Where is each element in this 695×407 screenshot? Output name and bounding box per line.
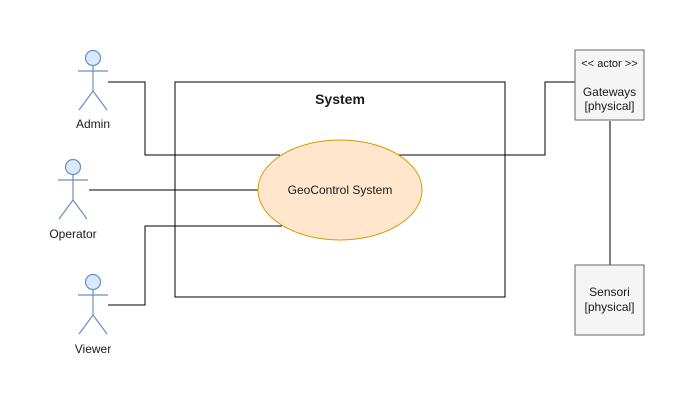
actor-operator-label: Operator — [49, 227, 96, 241]
actor-head — [64, 158, 82, 176]
actor-head — [84, 49, 102, 67]
use-case-label: GeoControl System — [288, 183, 393, 197]
gateways-name: Gateways — [583, 85, 636, 99]
use-case-geocontrol[interactable] — [257, 139, 423, 241]
actor-viewer-label: Viewer — [75, 342, 111, 356]
actor-viewer[interactable] — [78, 273, 108, 335]
system-title: System — [315, 91, 365, 107]
gateways-kind: [physical] — [584, 99, 634, 113]
connector-admin — [108, 81, 280, 156]
actor-operator[interactable] — [58, 158, 88, 220]
connector-gateways — [398, 81, 575, 156]
actor-admin-label: Admin — [76, 117, 110, 131]
gateways-stereotype: << actor >> — [581, 58, 637, 70]
actor-left-leg — [58, 199, 74, 220]
sensori-box[interactable] — [574, 264, 645, 336]
actor-head — [84, 273, 102, 291]
actor-left-leg — [78, 90, 94, 111]
actor-left-leg — [78, 314, 94, 335]
gateways-box[interactable] — [574, 49, 645, 121]
actor-right-leg — [92, 314, 108, 335]
system-boundary — [174, 81, 506, 298]
actor-right-leg — [72, 199, 88, 220]
actor-admin[interactable] — [78, 49, 108, 111]
actor-right-leg — [92, 90, 108, 111]
sensori-name: Sensori — [589, 285, 630, 299]
connector-viewer — [108, 225, 282, 306]
sensori-kind: [physical] — [584, 300, 634, 314]
